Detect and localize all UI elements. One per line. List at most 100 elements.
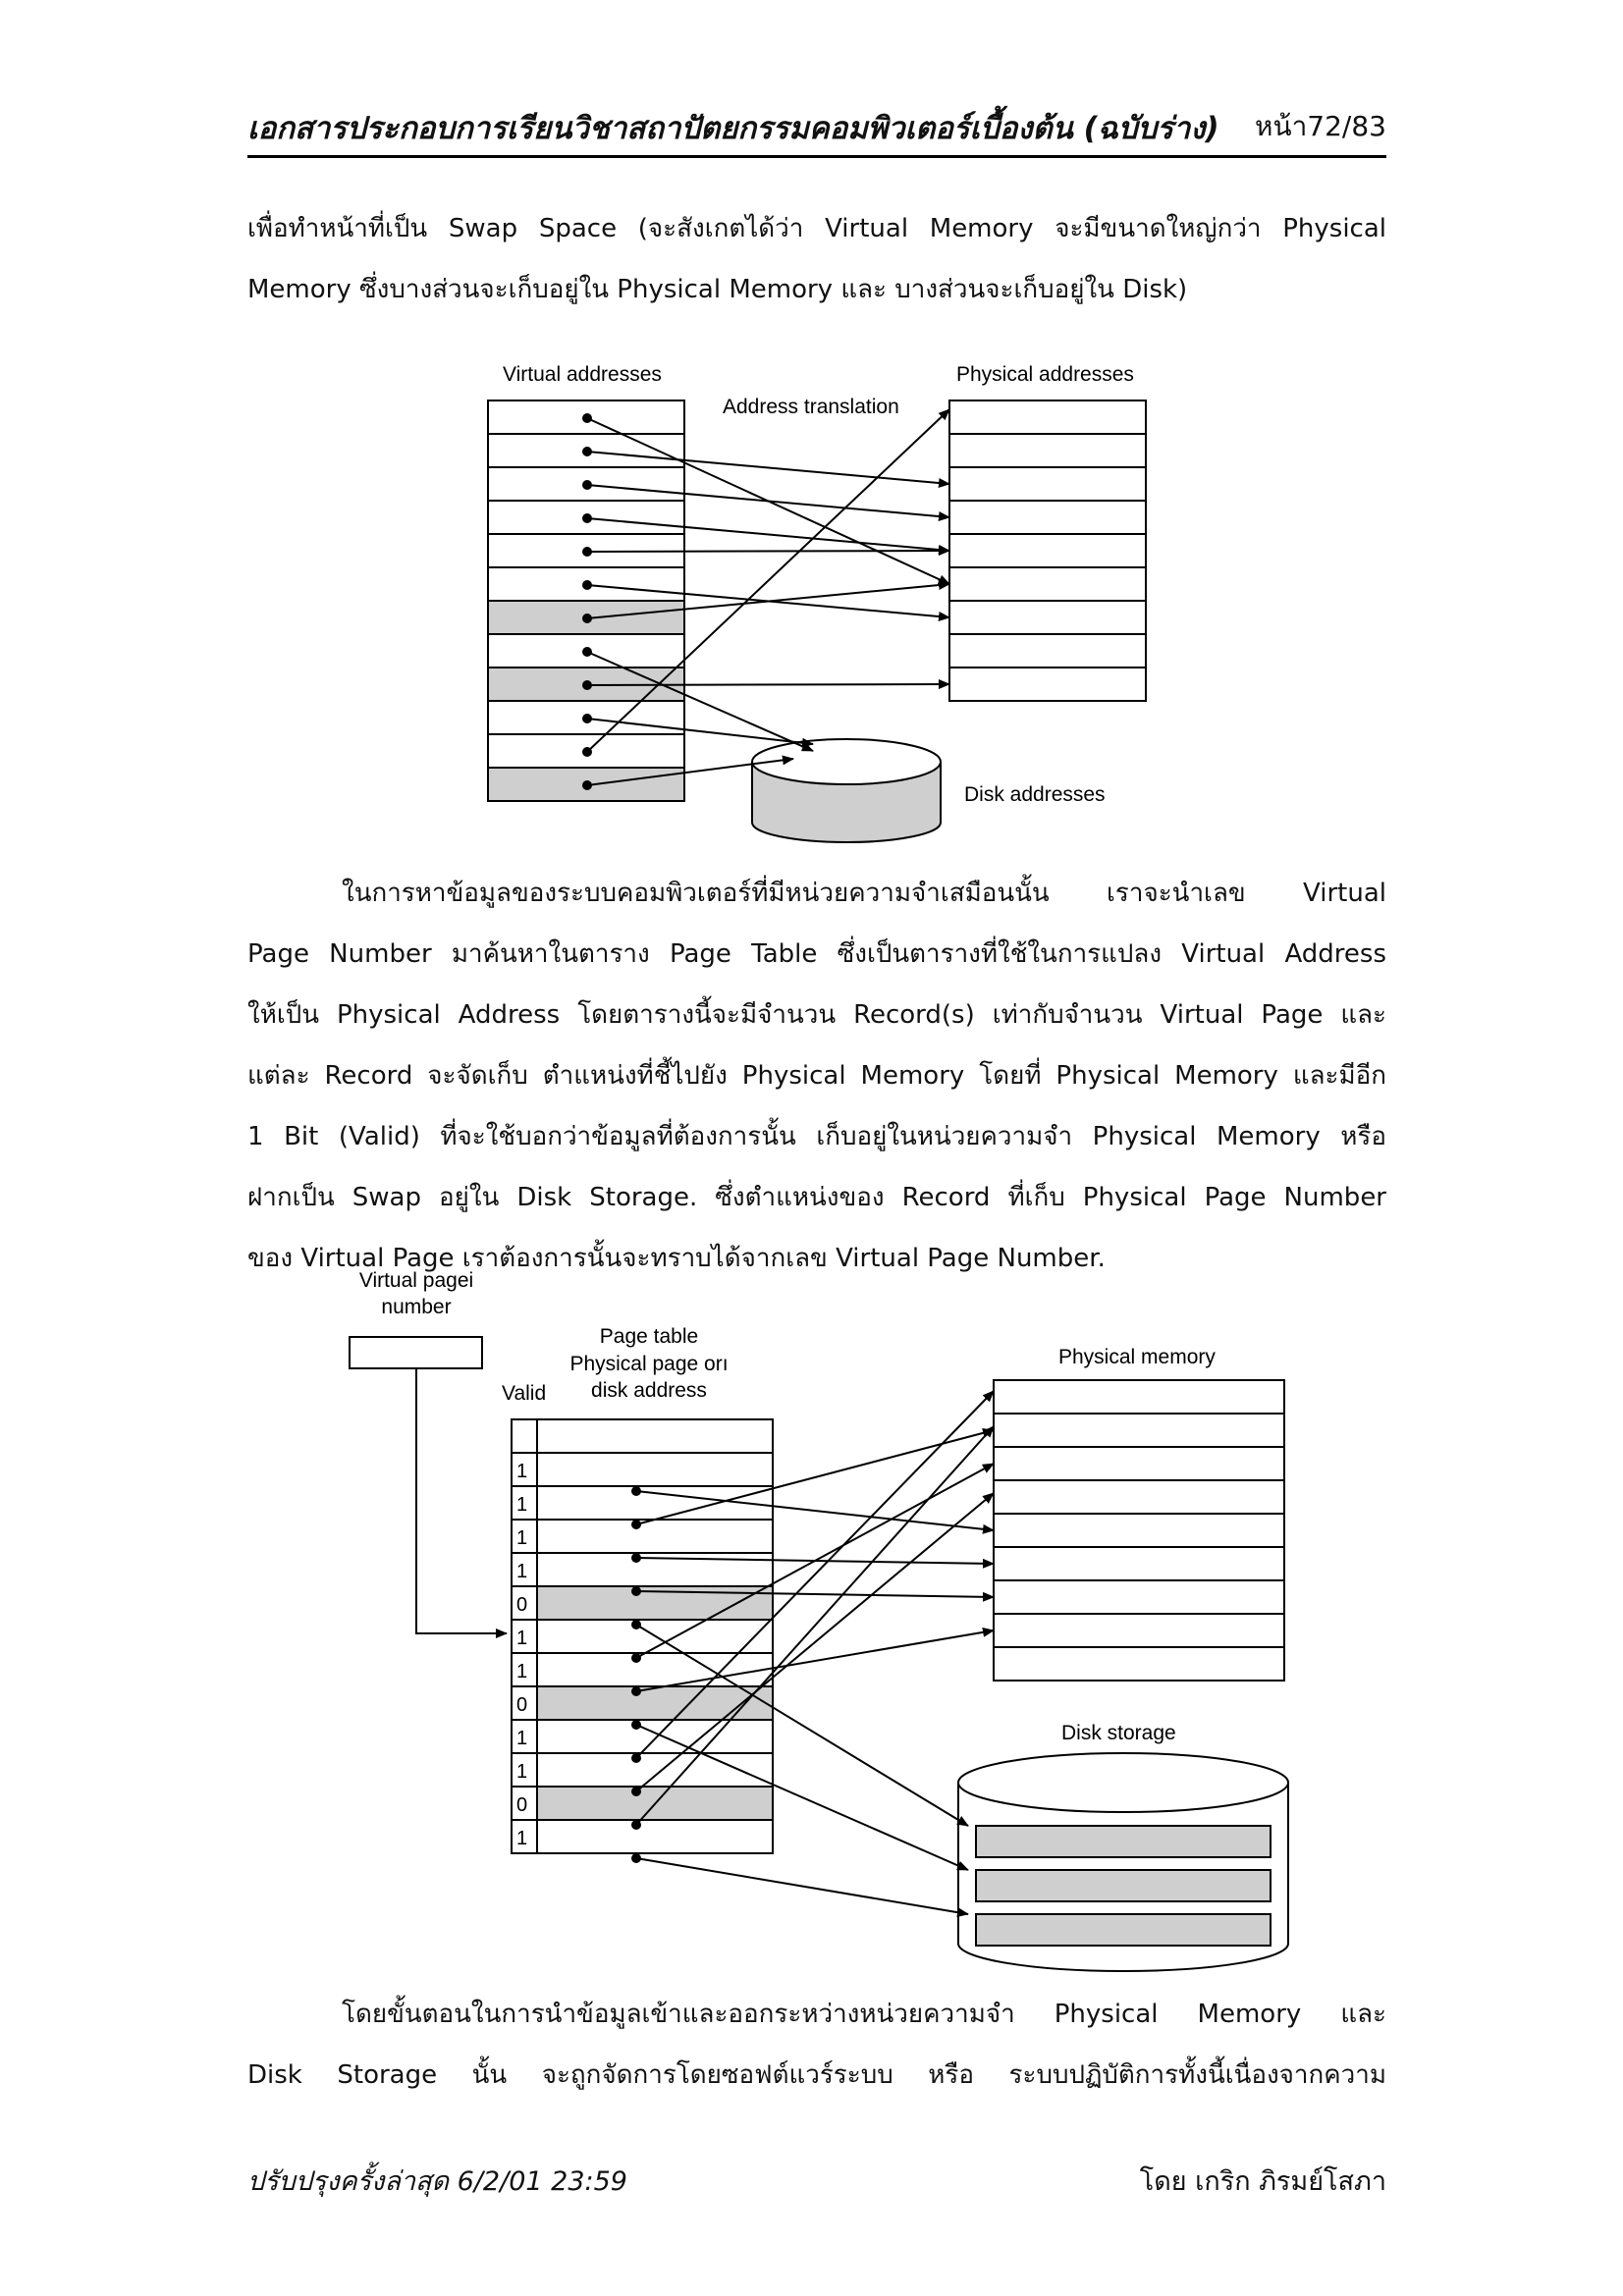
physical-address-slot [948, 533, 1147, 568]
paragraph-3: โดยขั้นตอนในการนำข้อมูลเข้าและออกระหว่าง… [247, 1984, 1386, 2106]
page-table-dot [631, 1753, 641, 1763]
physical-address-slot [948, 433, 1147, 468]
page-header: เอกสารประกอบการเรียนวิชาสถาปัตยกรรมคอมพิ… [247, 103, 1386, 152]
page-table-dot [631, 1686, 641, 1696]
disk-storage-top [957, 1752, 1289, 1813]
page-table-dot [631, 1553, 641, 1563]
valid-bit-value: 1 [516, 1527, 527, 1549]
physical-memory-page [993, 1379, 1285, 1415]
page-table-arrow [635, 1724, 969, 1871]
virtual-address-slot [487, 466, 685, 502]
page-table-entry [536, 1685, 774, 1721]
virtual-page-number-label: Virtual pagei [359, 1269, 473, 1292]
page-table-entry [536, 1519, 774, 1554]
paragraph-line: แต่ละ Record จะจัดเก็บ ตำแหน่งที่ชี้ไปยั… [247, 1061, 1386, 1091]
virtual-address-dot [582, 614, 592, 623]
valid-column-label: Valid [502, 1382, 546, 1405]
virtual-address-dot [582, 647, 592, 657]
header-rule [247, 155, 1386, 158]
valid-bit-value: 0 [516, 1694, 527, 1716]
page-table-arrow [635, 1624, 969, 1827]
valid-bit-cell [511, 1819, 538, 1854]
valid-bit-cell [511, 1719, 538, 1754]
virtual-address-dot [582, 580, 592, 590]
page-table-dot [631, 1520, 641, 1529]
virtual-address-dot [582, 513, 592, 523]
valid-bit-value: 1 [516, 1461, 527, 1482]
page-table-dot [631, 1853, 641, 1863]
page-table-dot [631, 1486, 641, 1496]
valid-bit-value: 0 [516, 1794, 527, 1816]
disk-storage-page [975, 1869, 1271, 1902]
author: โดย เกริก ภิรมย์โสภา [1139, 2166, 1386, 2197]
paragraph-line: 1 Bit (Valid) ที่จะใช้บอกว่าข้อมูลที่ต้อ… [247, 1122, 1386, 1151]
page-table-entry [536, 1719, 774, 1754]
physical-memory-label: Physical memory [1058, 1346, 1216, 1368]
paragraph-1: เพื่อทำหน้าที่เป็น Swap Space (จะสังเกตไ… [247, 198, 1386, 320]
translation-arrow [586, 484, 950, 522]
page-table-label: Physical page orı [569, 1353, 728, 1375]
page-table-entry [536, 1819, 774, 1854]
valid-bit-value: 1 [516, 1828, 527, 1849]
virtual-address-dot [582, 680, 592, 690]
paragraph-line: ฝากเป็น Swap อยู่ใน Disk Storage. ซึ่งตำ… [247, 1183, 1386, 1212]
virtual-addresses-label: Virtual addresses [503, 363, 662, 386]
translation-arrow [586, 451, 950, 489]
virtual-address-dot [582, 714, 592, 723]
page-table-arrow [635, 1425, 995, 1826]
physical-memory-page [993, 1546, 1285, 1581]
physical-addresses-label: Physical addresses [956, 363, 1134, 386]
page-footer: ปรับปรุงครั้งล่าสุด 6/2/01 23:59 โดย เกร… [247, 2160, 1386, 2199]
valid-bit-cell [511, 1485, 538, 1521]
virtual-address-dot [582, 447, 592, 456]
physical-memory-page [993, 1479, 1285, 1515]
paragraph-line: ในการหาข้อมูลของระบบคอมพิวเตอร์ที่มีหน่ว… [342, 879, 1386, 908]
valid-bit-cell [511, 1418, 538, 1454]
paragraph-line: โดยขั้นตอนในการนำข้อมูลเข้าและออกระหว่าง… [342, 2000, 1386, 2029]
address-translation-label: Address translation [723, 396, 899, 418]
valid-bit-value: 1 [516, 1494, 527, 1516]
page-table-entry [536, 1418, 774, 1454]
valid-bit-value: 1 [516, 1628, 527, 1649]
page-table-dot [631, 1787, 641, 1796]
page-table-dot [631, 1720, 641, 1730]
page-number: หน้า72/83 [1254, 110, 1386, 142]
page-table-entry [536, 1652, 774, 1687]
translation-arrow [586, 517, 950, 556]
page-table-entry [536, 1485, 774, 1521]
page-table-arrow [635, 1627, 995, 1692]
valid-bit-value: 1 [516, 1661, 527, 1682]
document-title: เอกสารประกอบการเรียนวิชาสถาปัตยกรรมคอมพิ… [247, 111, 1219, 146]
paragraph-line: ให้เป็น Physical Address โดยตารางนี้จะมี… [247, 1000, 1386, 1030]
valid-bit-cell [511, 1619, 538, 1654]
translation-arrow [586, 408, 950, 753]
physical-memory-page [993, 1613, 1285, 1648]
translation-arrow [586, 546, 950, 557]
physical-memory-page [993, 1413, 1285, 1448]
paragraph-line: Page Number มาค้นหาในตาราง Page Table ซึ… [247, 939, 1386, 969]
valid-bit-value: 1 [516, 1728, 527, 1749]
translation-arrow [586, 755, 794, 786]
valid-bit-cell [511, 1652, 538, 1687]
page-table-dot [631, 1586, 641, 1596]
physical-memory-page [993, 1579, 1285, 1615]
virtual-address-dot [582, 480, 592, 490]
page-table-label: disk address [591, 1379, 707, 1402]
page-table-entry [536, 1452, 774, 1487]
last-updated: ปรับปรุงครั้งล่าสุด 6/2/01 23:59 [247, 2166, 627, 2197]
translation-arrow [586, 718, 814, 748]
virtual-page-number-box [349, 1336, 483, 1369]
physical-address-slot [948, 633, 1147, 668]
translation-arrow [586, 651, 814, 752]
page-table-dot [631, 1620, 641, 1629]
physical-address-slot [948, 500, 1147, 535]
physical-memory-page [993, 1446, 1285, 1481]
page-table-dot [631, 1820, 641, 1830]
page-table-arrow [635, 1390, 995, 1759]
page-table-arrow [635, 1857, 969, 1918]
page-table-arrow [635, 1427, 995, 1525]
paragraph-line: เพื่อทำหน้าที่เป็น Swap Space (จะสังเกตไ… [247, 214, 1386, 243]
disk-cylinder-top [751, 738, 942, 785]
